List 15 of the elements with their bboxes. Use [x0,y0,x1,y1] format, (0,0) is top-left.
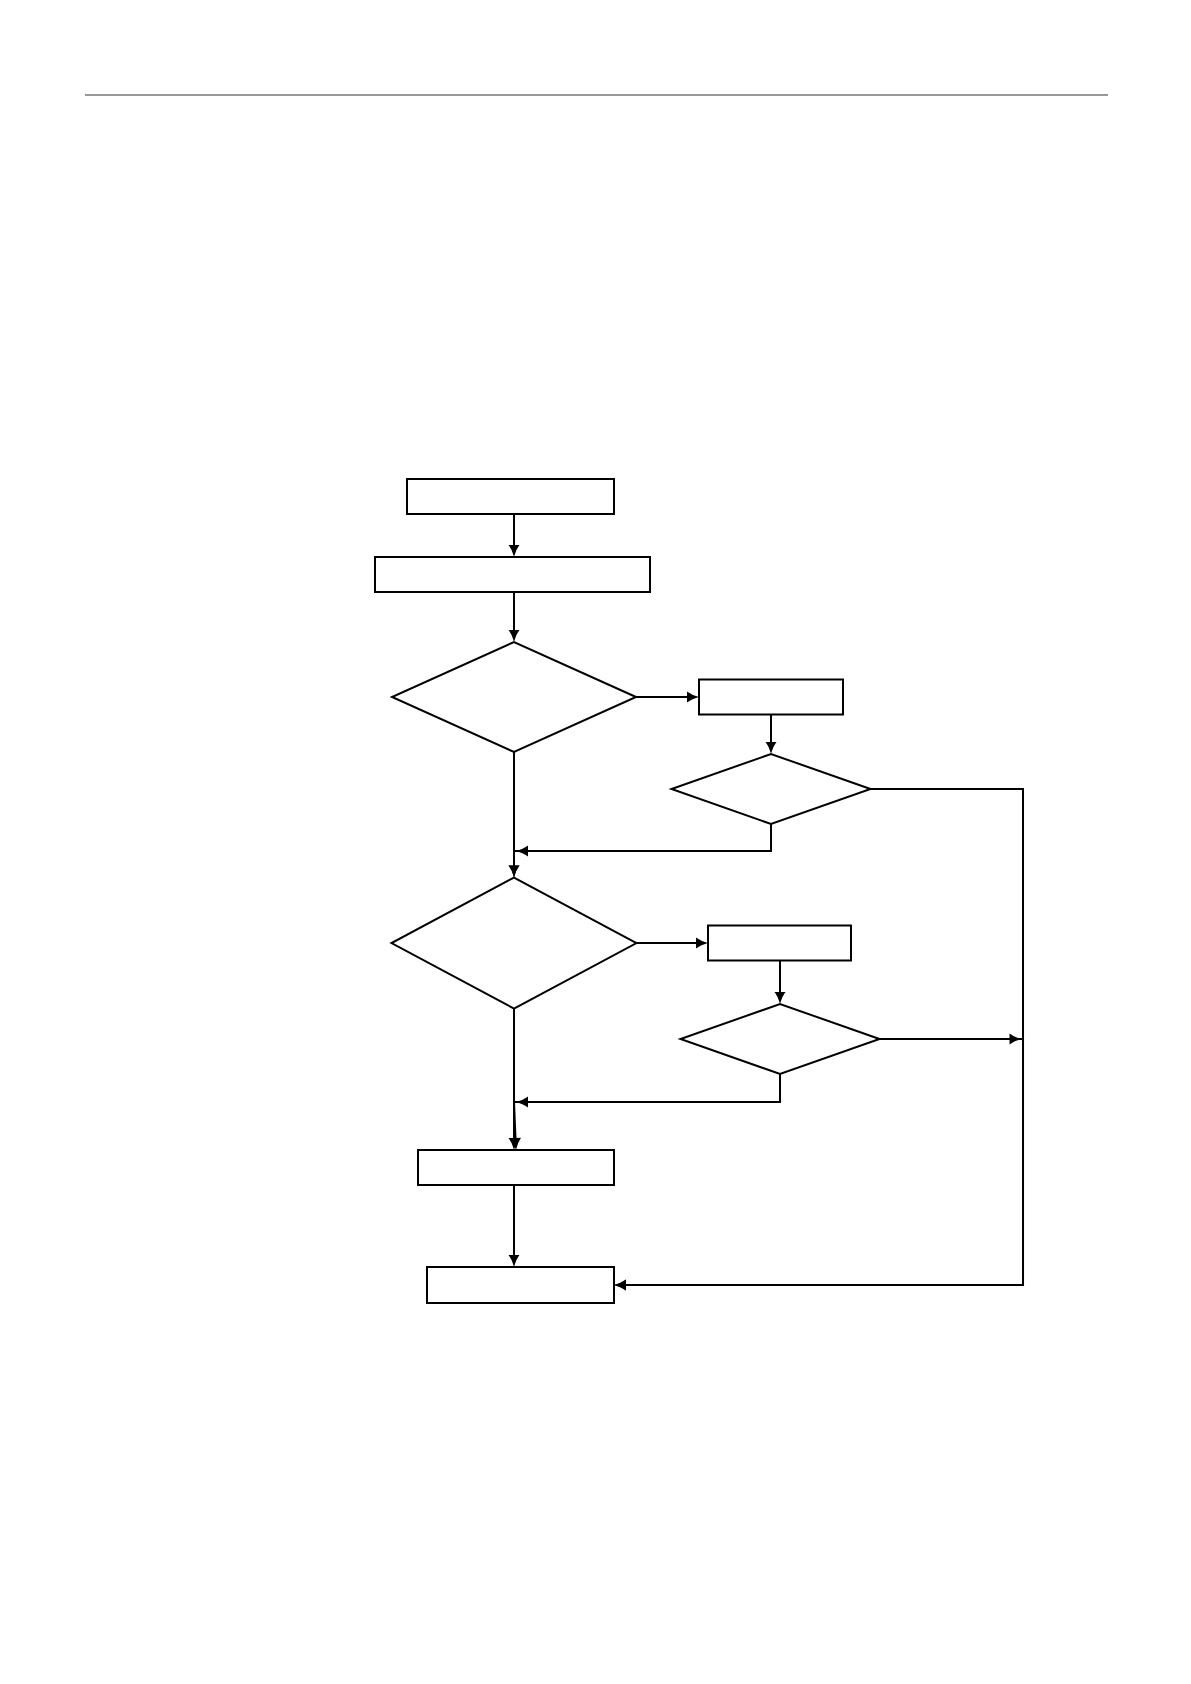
arrow [766,713,776,752]
arrow [775,959,785,1002]
arrow [509,591,519,640]
process-box [698,678,844,716]
arrow [509,513,519,555]
arrow [509,1184,519,1265]
arrow [635,692,697,702]
process-box [417,1149,615,1186]
process-box [426,1266,615,1304]
process-box [707,924,852,962]
process-box [406,478,615,515]
arrow [509,751,519,876]
arrow [635,938,706,948]
arrow [616,1034,1024,1290]
process-box [374,556,651,593]
